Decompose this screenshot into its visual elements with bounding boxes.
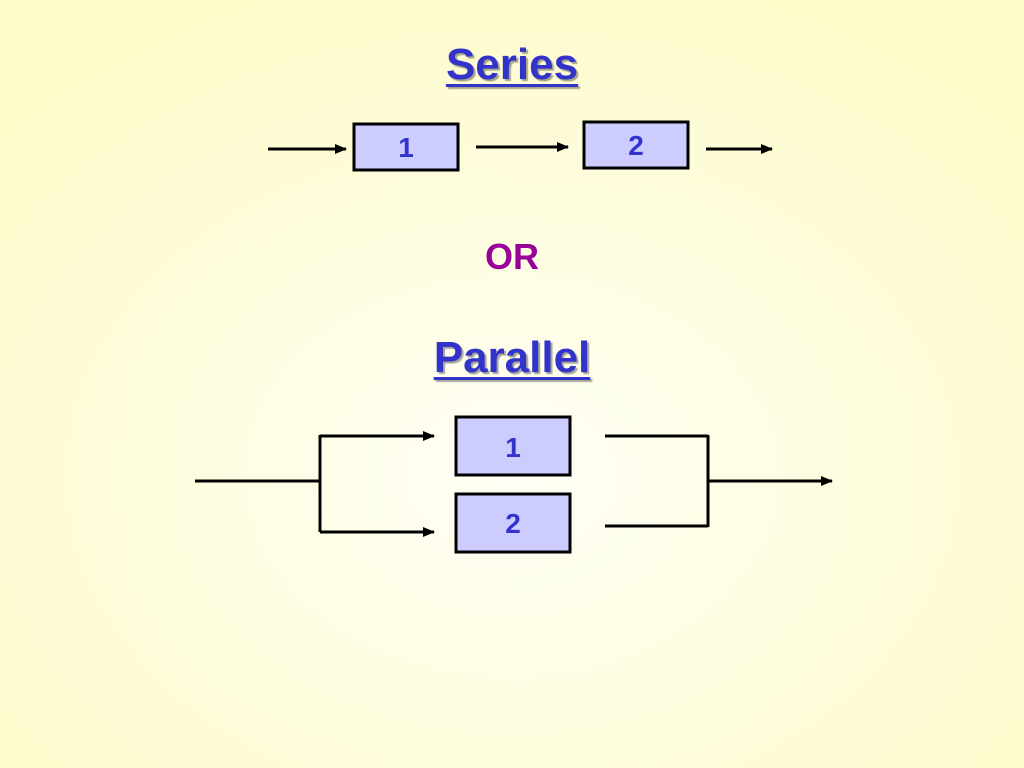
parallel-title: Parallel — [433, 333, 591, 382]
parallel-box-2: 2 — [454, 492, 572, 554]
series-box-1-label: 1 — [398, 132, 414, 163]
parallel-box-2-label: 2 — [505, 508, 521, 539]
series-box-2: 2 — [582, 120, 690, 170]
series-box-2-label: 2 — [628, 130, 644, 161]
parallel-box-1-label: 1 — [505, 432, 521, 463]
series-diagram: 1 2 — [268, 120, 773, 172]
series-title: Series — [445, 40, 579, 89]
parallel-box-1: 1 — [454, 415, 572, 477]
parallel-diagram: 1 2 — [195, 415, 833, 554]
or-label: OR — [485, 236, 539, 277]
series-box-1: 1 — [352, 122, 460, 172]
